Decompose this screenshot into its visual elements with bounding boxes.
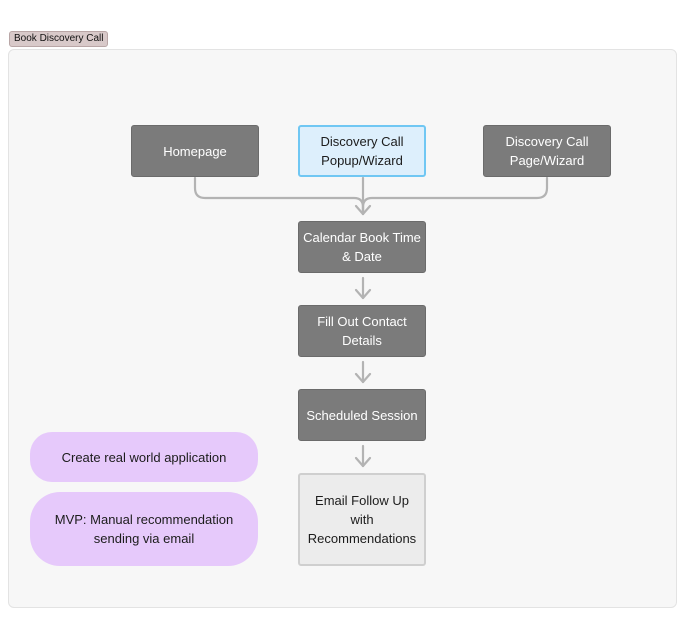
node-discovery-call-popup-wizard[interactable]: Discovery Call Popup/Wizard xyxy=(298,125,426,177)
note-mvp-manual-recommendation[interactable]: MVP: Manual recommendation sending via e… xyxy=(30,492,258,566)
connector-page xyxy=(361,176,549,216)
frame-label[interactable]: Book Discovery Call xyxy=(9,31,109,47)
arrowhead-contact xyxy=(354,288,372,300)
node-calendar-book-time-date[interactable]: Calendar Book Time & Date xyxy=(298,221,426,273)
connector-homepage xyxy=(193,176,365,216)
node-email-follow-up[interactable]: Email Follow Up with Recommendations xyxy=(298,473,426,566)
node-scheduled-session[interactable]: Scheduled Session xyxy=(298,389,426,441)
note-create-real-world-application[interactable]: Create real world application xyxy=(30,432,258,482)
node-fill-out-contact-details[interactable]: Fill Out Contact Details xyxy=(298,305,426,357)
node-homepage[interactable]: Homepage xyxy=(131,125,259,177)
arrowhead-followup xyxy=(354,456,372,468)
arrowhead-calendar xyxy=(354,204,372,216)
arrowhead-session xyxy=(354,372,372,384)
node-discovery-call-page-wizard[interactable]: Discovery Call Page/Wizard xyxy=(483,125,611,177)
